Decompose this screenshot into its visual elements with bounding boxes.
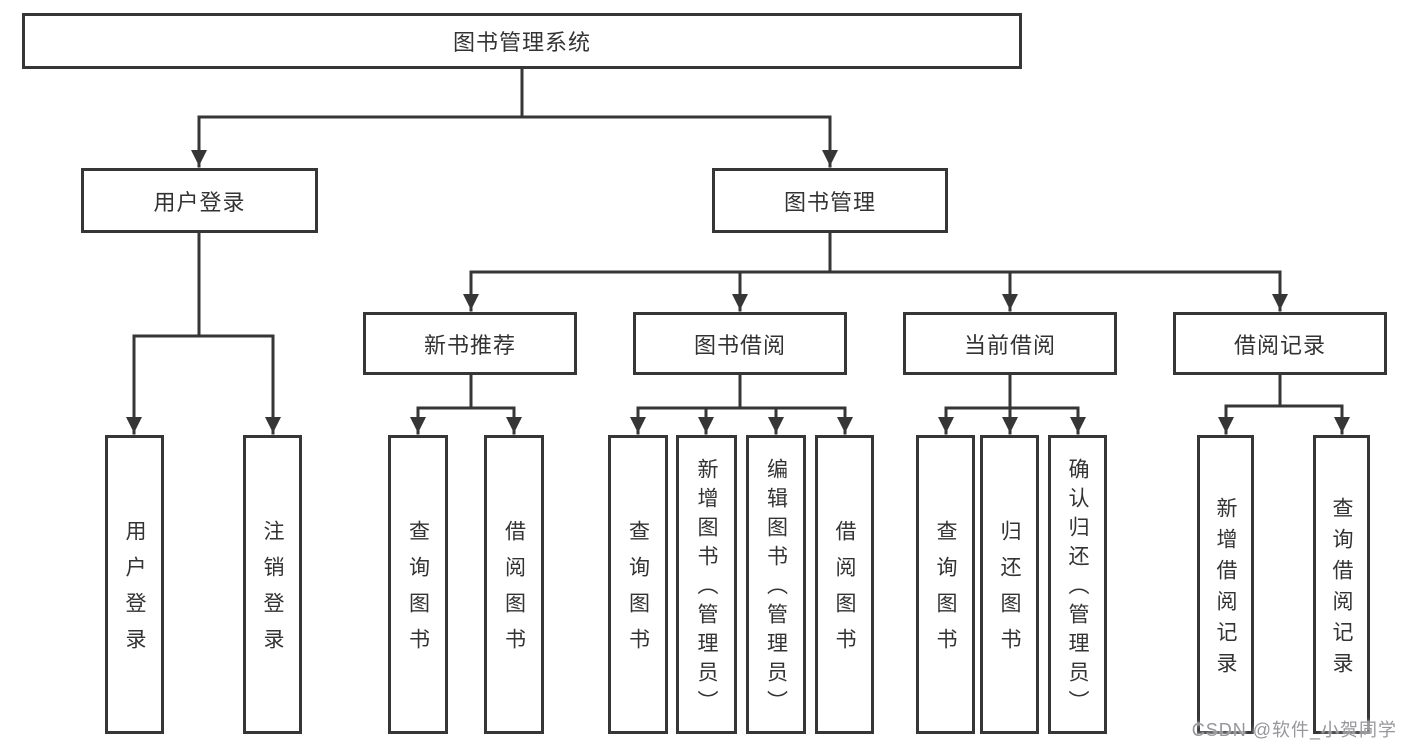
node-new-book-recommendation: 新书推荐 (363, 312, 577, 375)
leaf-logout: 注销登录 (243, 435, 302, 734)
leaf-label: 借阅图书 (502, 520, 526, 664)
leaf-edit-book-admin: 编辑图书（管理员） (746, 435, 806, 734)
leaf-label: 查询图书 (626, 520, 650, 664)
leaf-add-book-admin: 新增图书（管理员） (676, 435, 737, 734)
csdn-watermark: CSDN @软件_小贺同学 (1191, 720, 1397, 740)
leaf-label: 查询图书 (406, 520, 430, 664)
leaf-query-borrow-record: 查询借阅记录 (1313, 435, 1370, 734)
leaf-query-books-recommend: 查询图书 (388, 435, 448, 734)
node-label: 新书推荐 (423, 332, 516, 358)
leaf-label: 新增借阅记录 (1214, 496, 1237, 683)
leaf-query-books-current: 查询图书 (916, 435, 975, 734)
leaf-add-borrow-record: 新增借阅记录 (1197, 435, 1254, 734)
node-current-borrowing: 当前借阅 (903, 312, 1117, 375)
leaf-return-books: 归还图书 (980, 435, 1039, 734)
node-library-management-system: 图书管理系统 (22, 13, 1022, 69)
leaf-confirm-return-admin: 确认归还（管理员） (1048, 435, 1107, 734)
node-label: 当前借阅 (963, 332, 1056, 358)
leaf-query-books-borrow: 查询图书 (608, 435, 668, 734)
leaf-label: 确认归还（管理员） (1066, 458, 1089, 719)
leaf-label: 查询图书 (934, 520, 957, 664)
leaf-label: 查询借阅记录 (1330, 496, 1353, 683)
node-label: 图书管理 (783, 189, 876, 215)
node-label: 图书借阅 (693, 332, 786, 358)
node-label: 借阅记录 (1233, 332, 1326, 358)
node-book-management: 图书管理 (712, 168, 948, 233)
leaf-label: 编辑图书（管理员） (764, 458, 788, 719)
node-user-login: 用户登录 (81, 168, 318, 233)
node-label: 图书管理系统 (452, 30, 591, 55)
leaf-borrow-books-recommend: 借阅图书 (484, 435, 544, 734)
leaf-label: 归还图书 (998, 520, 1021, 664)
leaf-borrow-books: 借阅图书 (815, 435, 874, 734)
leaf-user-login: 用户登录 (105, 435, 164, 734)
leaf-label: 用户登录 (123, 520, 146, 664)
node-book-borrowing: 图书借阅 (633, 312, 847, 375)
leaf-label: 新增图书（管理员） (695, 458, 718, 719)
node-label: 用户登录 (153, 189, 246, 215)
leaf-label: 注销登录 (261, 520, 284, 664)
node-borrowing-records: 借阅记录 (1173, 312, 1387, 375)
leaf-label: 借阅图书 (833, 520, 856, 664)
